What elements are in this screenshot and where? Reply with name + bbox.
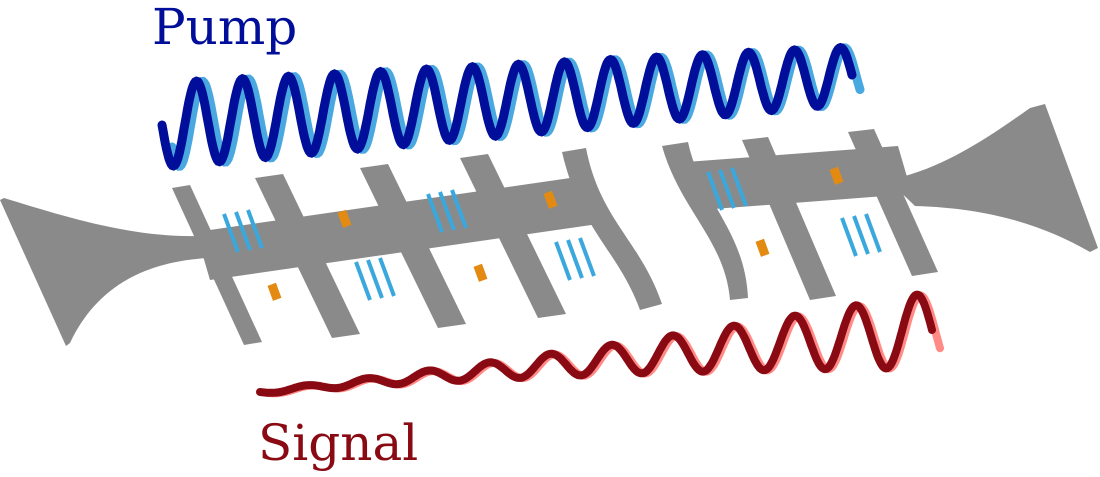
junction-array (840, 213, 882, 257)
right-bend (662, 142, 748, 300)
junction-array (354, 257, 396, 301)
stub (255, 174, 360, 338)
left-taper (0, 198, 208, 346)
stub (848, 129, 938, 276)
junction-array (706, 167, 748, 211)
pump-label: Pump (152, 0, 298, 56)
signal-label: Signal (258, 414, 419, 472)
capacitor-pad (473, 263, 488, 282)
capacitor-pad (267, 282, 282, 301)
junction-array (222, 209, 264, 253)
left-bend (562, 148, 662, 310)
stub (460, 154, 566, 318)
right-taper (888, 104, 1098, 252)
stub (742, 137, 836, 300)
pump-wave (157, 42, 857, 171)
capacitor-pad (829, 166, 844, 185)
junction-array (554, 237, 596, 281)
capacitor-pads (267, 166, 844, 301)
junction-arrays (222, 167, 882, 301)
capacitor-pad (543, 190, 558, 209)
capacitor-pad (755, 238, 770, 257)
stub (360, 164, 466, 328)
capacitor-pad (337, 209, 352, 228)
signal-wave (256, 290, 936, 397)
stub (172, 185, 262, 345)
junction-array (426, 189, 468, 233)
waveguide-device (0, 104, 1098, 346)
